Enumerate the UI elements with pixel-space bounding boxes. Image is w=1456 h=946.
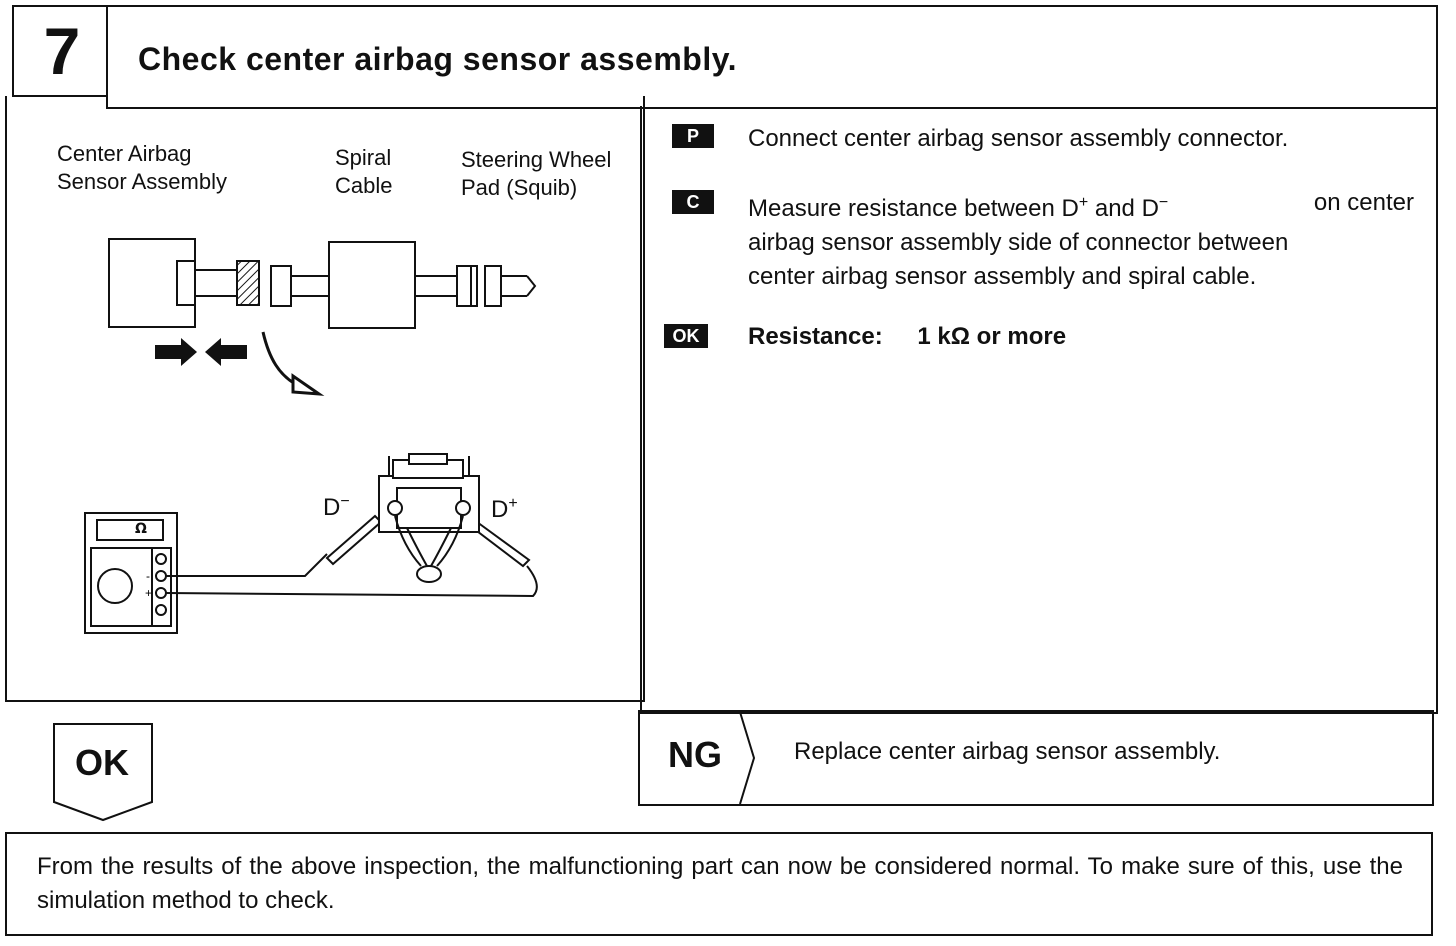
- diagram-panel: Center Airbag Sensor Assembly Spiral Cab…: [5, 96, 645, 702]
- ng-action-text: Replace center airbag sensor assembly.: [794, 738, 1221, 765]
- check-tag: C: [672, 190, 714, 214]
- step-number-box: 7: [12, 5, 108, 97]
- check-text: Measure resistance between D+ and D− on …: [748, 186, 1414, 294]
- label-center-airbag-line1: Center Airbag: [57, 141, 192, 166]
- negative-lead: [166, 553, 328, 577]
- check-line1: Measure resistance between D+ and D− on …: [748, 189, 1414, 222]
- connection-diagram: - +: [84, 238, 538, 634]
- instructions-panel: P Connect center airbag sensor assembly …: [640, 106, 1438, 714]
- note-text: From the results of the above inspection…: [37, 853, 1403, 914]
- ng-chevron: [739, 712, 756, 804]
- step-number: 7: [43, 14, 81, 88]
- ok-tag: OK: [664, 324, 708, 348]
- d-plus-letter: D: [491, 496, 509, 523]
- note-box: From the results of the above inspection…: [5, 832, 1433, 936]
- squib-connector: [484, 265, 502, 307]
- probe-negative: [325, 514, 383, 566]
- label-d-plus: D+: [491, 495, 518, 523]
- meter-dial: [97, 568, 133, 604]
- resistance-value: 1 kΩ or more: [917, 323, 1067, 350]
- label-spiral-line1: Spiral: [335, 145, 392, 170]
- ng-result-box: NG Replace center airbag sensor assembly…: [638, 710, 1434, 806]
- hatched-connector: [236, 260, 260, 306]
- ok-result-shape: [53, 723, 153, 822]
- d-minus-letter: D: [323, 494, 341, 521]
- spiral-left-connector: [270, 265, 292, 307]
- ok-result-label: OK: [75, 742, 129, 783]
- prepare-text: Connect center airbag sensor assembly co…: [748, 125, 1289, 152]
- prepare-tag: P: [672, 124, 714, 148]
- arrow-right: [155, 338, 197, 366]
- positive-lead: [165, 565, 538, 598]
- label-center-airbag: Center Airbag Sensor Assembly: [57, 140, 227, 196]
- page-title: Check center airbag sensor assembly.: [138, 41, 738, 77]
- probe-positive: [471, 520, 531, 568]
- label-steering-wheel: Steering Wheel Pad (Squib): [461, 146, 611, 202]
- spiral-cable-block: [328, 241, 416, 329]
- ohm-symbol: Ω: [135, 521, 147, 537]
- svg-text:+: +: [145, 586, 152, 600]
- arrow-left: [205, 338, 247, 366]
- label-d-minus: D−: [323, 493, 350, 521]
- label-steering-line2: Pad (Squib): [461, 175, 578, 200]
- label-spiral-cable: Spiral Cable: [335, 144, 392, 200]
- title-box: Check center airbag sensor assembly.: [106, 5, 1438, 109]
- label-center-airbag-line2: Sensor Assembly: [57, 169, 227, 194]
- ng-result-label: NG: [668, 734, 722, 775]
- resistance-label: Resistance:: [748, 323, 883, 350]
- check-line2: airbag sensor assembly side of connector…: [748, 229, 1289, 256]
- svg-text:-: -: [146, 569, 150, 583]
- check-line3: center airbag sensor assembly and spiral…: [748, 263, 1257, 290]
- label-spiral-line2: Cable: [335, 173, 393, 198]
- label-steering-line1: Steering Wheel: [461, 147, 612, 172]
- sensor-connector: [176, 260, 196, 306]
- resistance-spec: Resistance: 1 kΩ or more: [748, 320, 1066, 354]
